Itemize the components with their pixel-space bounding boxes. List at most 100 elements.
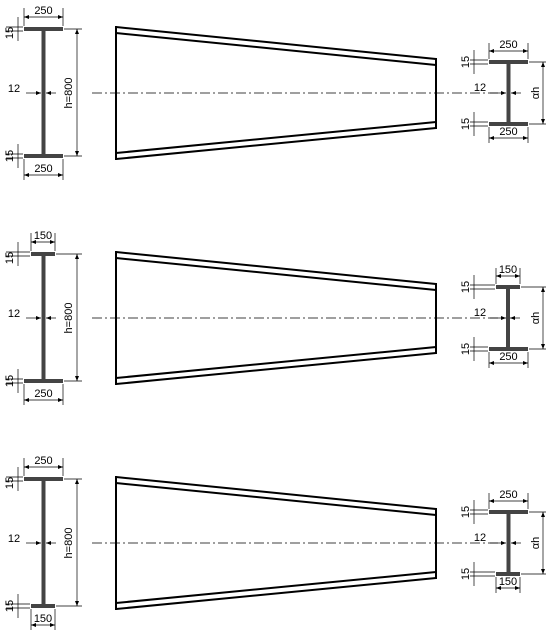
height-dim: αh [529, 61, 546, 125]
web-thickness-label: 12 [8, 533, 20, 545]
top-flange-width-label: 250 [499, 39, 517, 51]
bottom-flange-width-label: 150 [499, 576, 517, 588]
bottom-flange-width-dim: 250 [488, 351, 529, 368]
bottom-flange-thickness-dim: 15 [4, 369, 23, 393]
bottom-flange-thickness-label: 15 [460, 343, 472, 355]
height-label: h=800 [63, 303, 75, 334]
web-thickness-dim: 12 [474, 82, 521, 95]
top-flange-width-dim: 150 [495, 264, 521, 284]
right-section: 250 250 15 15 12 [460, 39, 546, 143]
beam-1: 250 250 15 15 [4, 5, 546, 180]
top-flange [24, 27, 63, 31]
top-flange [496, 285, 520, 289]
web [41, 31, 46, 154]
top-flange-thickness-label: 15 [460, 56, 472, 68]
top-flange-width-label: 150 [499, 264, 517, 276]
bottom-flange-thickness-label: 15 [4, 150, 16, 162]
bottom-flange-thickness-label: 15 [460, 118, 472, 130]
height-label: αh [530, 87, 542, 99]
bottom-flange-thickness-dim: 15 [4, 144, 23, 168]
top-flange-thickness-label: 15 [4, 252, 16, 264]
web-thickness-dim: 12 [474, 307, 520, 320]
top-flange-width-label: 150 [34, 230, 52, 242]
bottom-flange-thickness-dim: 15 [460, 562, 495, 586]
bottom-flange-thickness-dim: 15 [460, 112, 488, 136]
bottom-flange-width-dim: 150 [495, 576, 521, 593]
top-flange-width-dim: 250 [23, 455, 64, 476]
beam-elevation [92, 26, 502, 160]
bottom-flange-width-label: 150 [34, 613, 52, 625]
web-thickness-dim: 12 [474, 532, 521, 545]
right-section: 150 250 15 15 12 [460, 264, 546, 368]
top-flange-thickness-label: 15 [460, 506, 472, 518]
top-flange [31, 252, 55, 256]
height-label: αh [530, 537, 542, 549]
web-thickness-label: 12 [474, 532, 486, 544]
bottom-flange-thickness-dim: 15 [460, 337, 488, 361]
height-dim: h=800 [63, 28, 82, 157]
top-flange-width-dim: 150 [30, 230, 56, 251]
top-flange-thickness-label: 15 [460, 281, 472, 293]
top-flange-width-label: 250 [499, 489, 517, 501]
web [506, 289, 510, 347]
top-flange-width-dim: 250 [23, 5, 64, 26]
bottom-flange [496, 572, 520, 576]
top-flange-thickness-label: 15 [4, 27, 16, 39]
bottom-flange-thickness-dim: 15 [4, 594, 30, 618]
top-flange-thickness-dim: 15 [460, 500, 488, 524]
top-flange [489, 510, 528, 514]
top-flange-thickness-dim: 15 [4, 17, 23, 41]
bottom-flange-thickness-label: 15 [4, 600, 16, 612]
bottom-flange-thickness-label: 15 [4, 375, 16, 387]
height-dim: αh [521, 511, 546, 575]
web-thickness-label: 12 [474, 82, 486, 94]
left-section: 250 250 15 15 [4, 5, 82, 180]
beam-elevation [92, 476, 502, 610]
top-flange-width-label: 250 [34, 5, 52, 17]
height-dim: h=800 [56, 253, 82, 382]
top-flange-thickness-label: 15 [4, 477, 16, 489]
top-flange-thickness-dim: 15 [460, 50, 488, 74]
bottom-flange-width-label: 250 [499, 351, 517, 363]
height-dim: h=800 [56, 478, 82, 607]
height-label: h=800 [63, 78, 75, 109]
bottom-flange [24, 154, 63, 158]
top-flange-thickness-dim: 15 [4, 467, 23, 491]
left-section: 150 250 15 15 12 [4, 230, 82, 405]
height-label: αh [530, 312, 542, 324]
top-flange-width-label: 250 [34, 455, 52, 467]
web [506, 514, 511, 572]
bottom-flange-thickness-label: 15 [460, 568, 472, 580]
height-label: h=800 [63, 528, 75, 559]
web-thickness-dim: 12 [8, 533, 56, 545]
top-flange-thickness-dim: 15 [4, 242, 30, 266]
bottom-flange-width-label: 250 [499, 126, 517, 138]
top-flange [489, 60, 528, 64]
bottom-flange-width-dim: 250 [23, 159, 64, 180]
top-flange-thickness-dim: 15 [460, 275, 495, 299]
top-flange-width-dim: 250 [488, 489, 529, 509]
left-section: 250 150 15 15 12 [4, 455, 82, 630]
web-thickness-dim: 12 [8, 83, 56, 95]
bottom-flange-width-dim: 150 [30, 609, 56, 630]
bottom-flange-width-dim: 250 [488, 126, 529, 143]
top-flange [24, 477, 63, 481]
web-thickness-label: 12 [8, 83, 20, 95]
web [41, 481, 46, 604]
beam-elevation [92, 251, 502, 385]
height-dim: αh [521, 286, 546, 350]
web-thickness-label: 12 [8, 308, 20, 320]
bottom-flange-width-label: 250 [34, 163, 52, 175]
web [41, 256, 46, 379]
bottom-flange-width-label: 250 [34, 388, 52, 400]
top-flange-width-dim: 250 [488, 39, 529, 59]
bottom-flange [489, 347, 528, 351]
bottom-flange [24, 379, 63, 383]
bottom-flange-width-dim: 250 [23, 384, 64, 405]
bottom-flange [31, 604, 55, 608]
web [506, 64, 511, 122]
beam-3: 250 150 15 15 12 [4, 455, 546, 630]
bottom-flange [489, 122, 528, 126]
web-thickness-label: 12 [474, 307, 486, 319]
